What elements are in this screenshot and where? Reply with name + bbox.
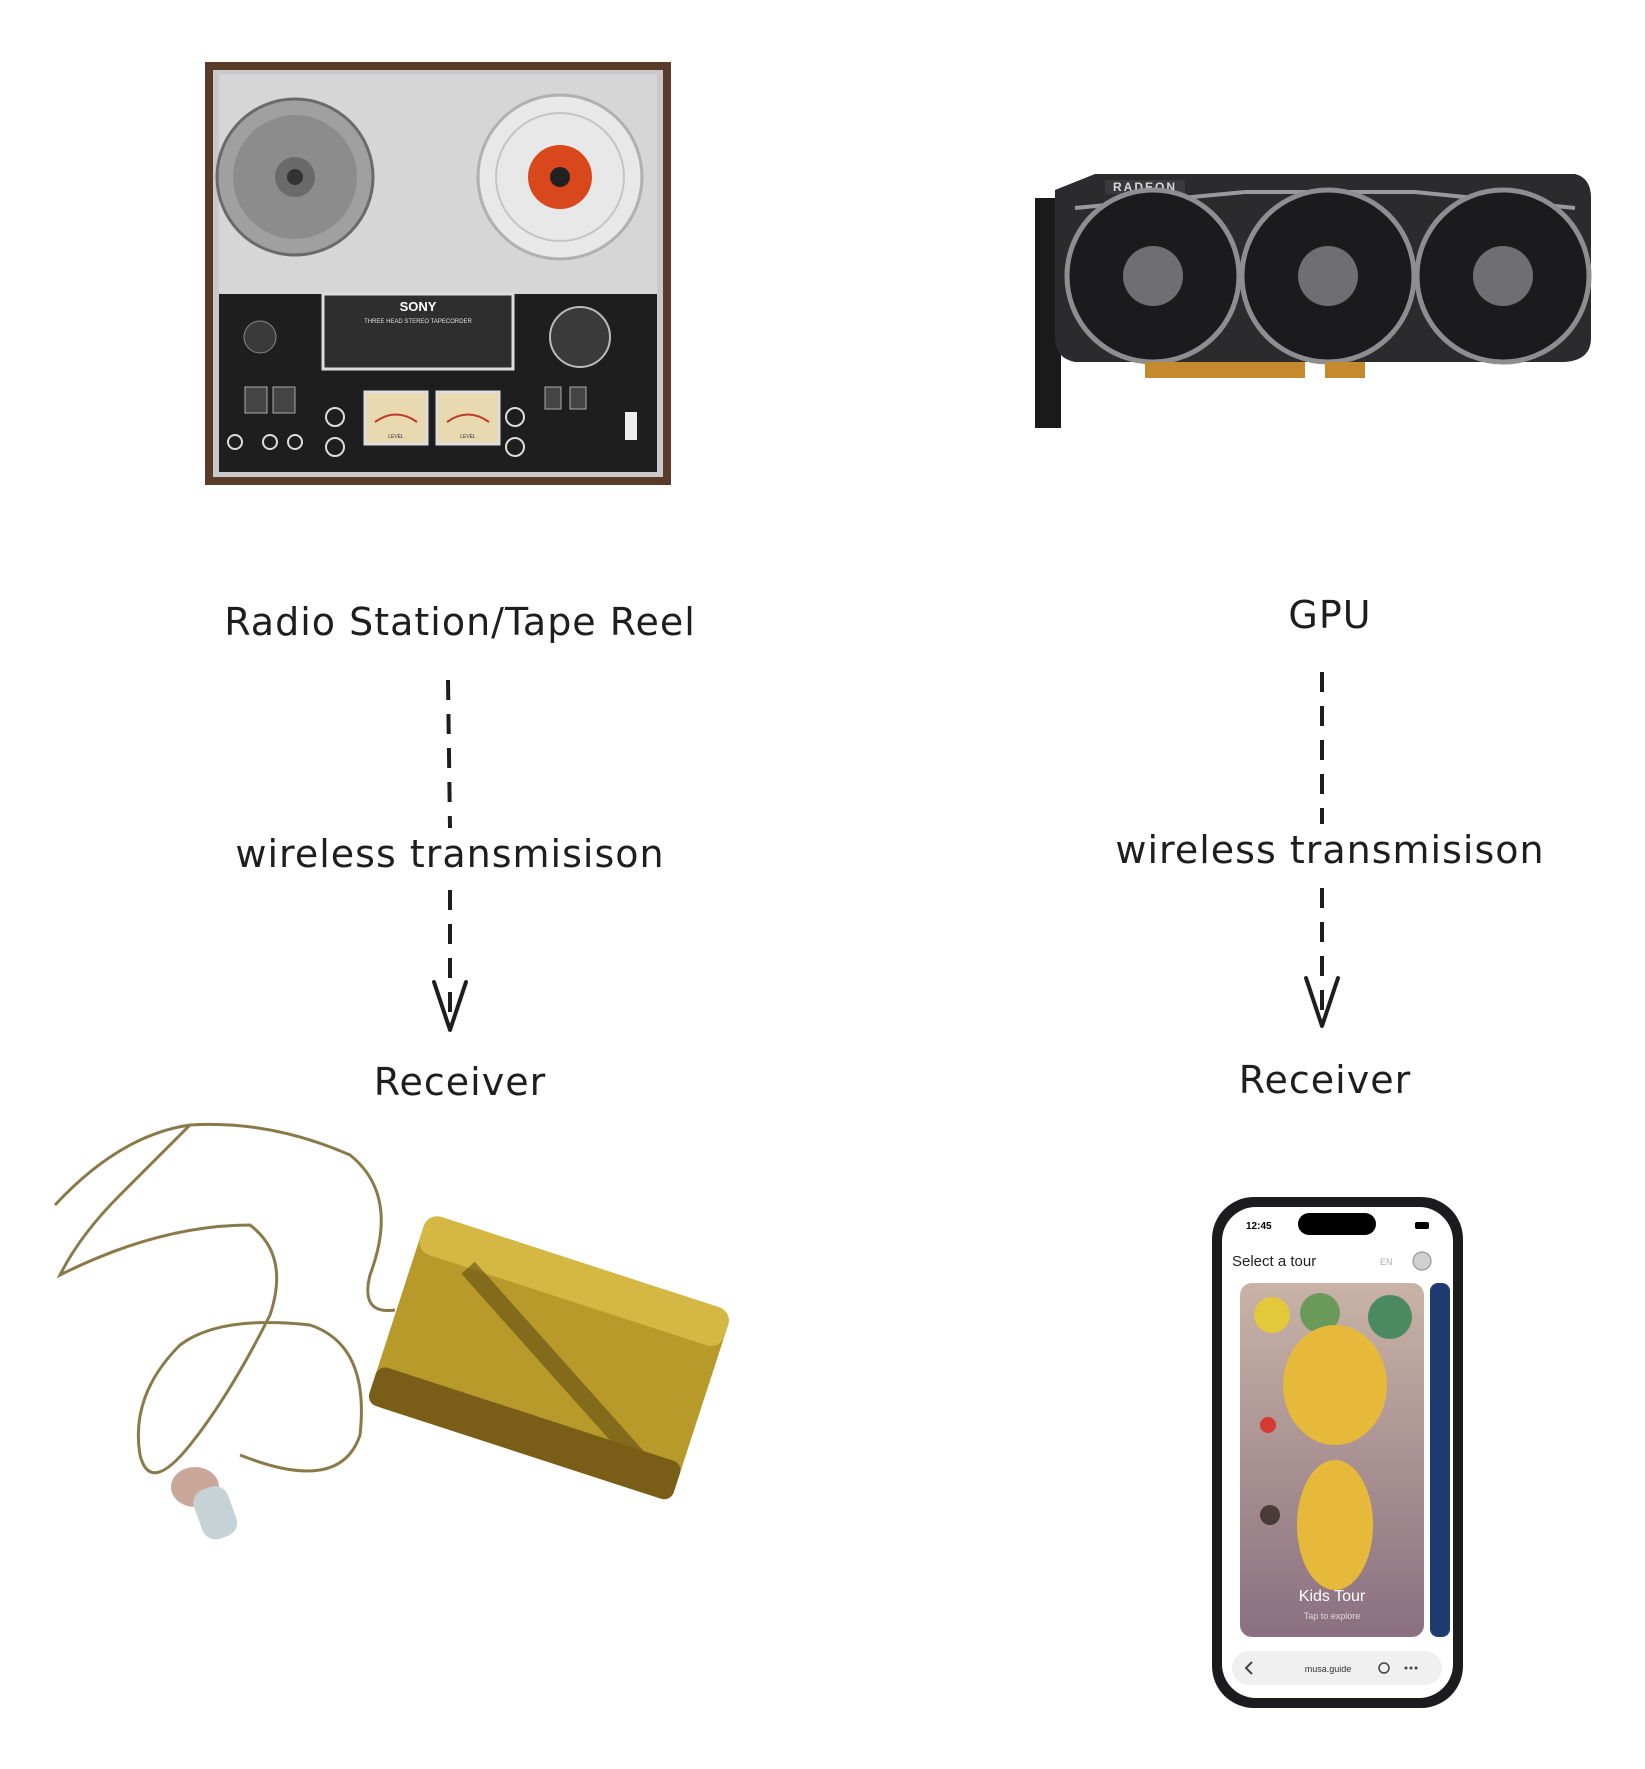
arrow-left-lower-dashed-arrow — [432, 890, 468, 1032]
arrow-left-upper-dashed-line — [446, 680, 452, 829]
phone-url: musa.guide — [1305, 1664, 1352, 1674]
tape-reel-recorder-image: SONY THREE HEAD STEREO TAPECORDER LEVEL … — [205, 62, 671, 485]
receiver-label-left: Receiver — [373, 1060, 547, 1104]
link-label-right: wireless transmisison — [1115, 828, 1545, 872]
smartphone-image: 12:45 Select a tour EN Kids Tour Tap to … — [1212, 1197, 1463, 1708]
arrow-right-upper-dashed-line — [1320, 672, 1324, 824]
brass-receiver-earpiece-image — [53, 1122, 729, 1540]
link-label-left: wireless transmisison — [235, 832, 665, 876]
receiver-label-right: Receiver — [1238, 1058, 1412, 1102]
arrow-right-lower-dashed-arrow — [1304, 888, 1340, 1028]
phone-card-subtitle: Tap to explore — [1304, 1611, 1361, 1621]
tape-deck-brand: SONY — [400, 299, 437, 314]
phone-card-title: Kids Tour — [1299, 1588, 1366, 1605]
vu-meter-left-label: LEVEL — [388, 434, 404, 440]
tape-deck-model: THREE HEAD STEREO TAPECORDER — [364, 319, 472, 325]
vu-meter-right-label: LEVEL — [460, 434, 476, 440]
phone-header-title: Select a tour — [1232, 1253, 1316, 1270]
phone-status-time: 12:45 — [1246, 1221, 1272, 1232]
gpu-card-image: RADEON — [1035, 174, 1592, 428]
source-label-radio-station: Radio Station/Tape Reel — [224, 600, 696, 644]
source-label-gpu: GPU — [1288, 593, 1372, 637]
phone-language-indicator: EN — [1380, 1257, 1393, 1267]
